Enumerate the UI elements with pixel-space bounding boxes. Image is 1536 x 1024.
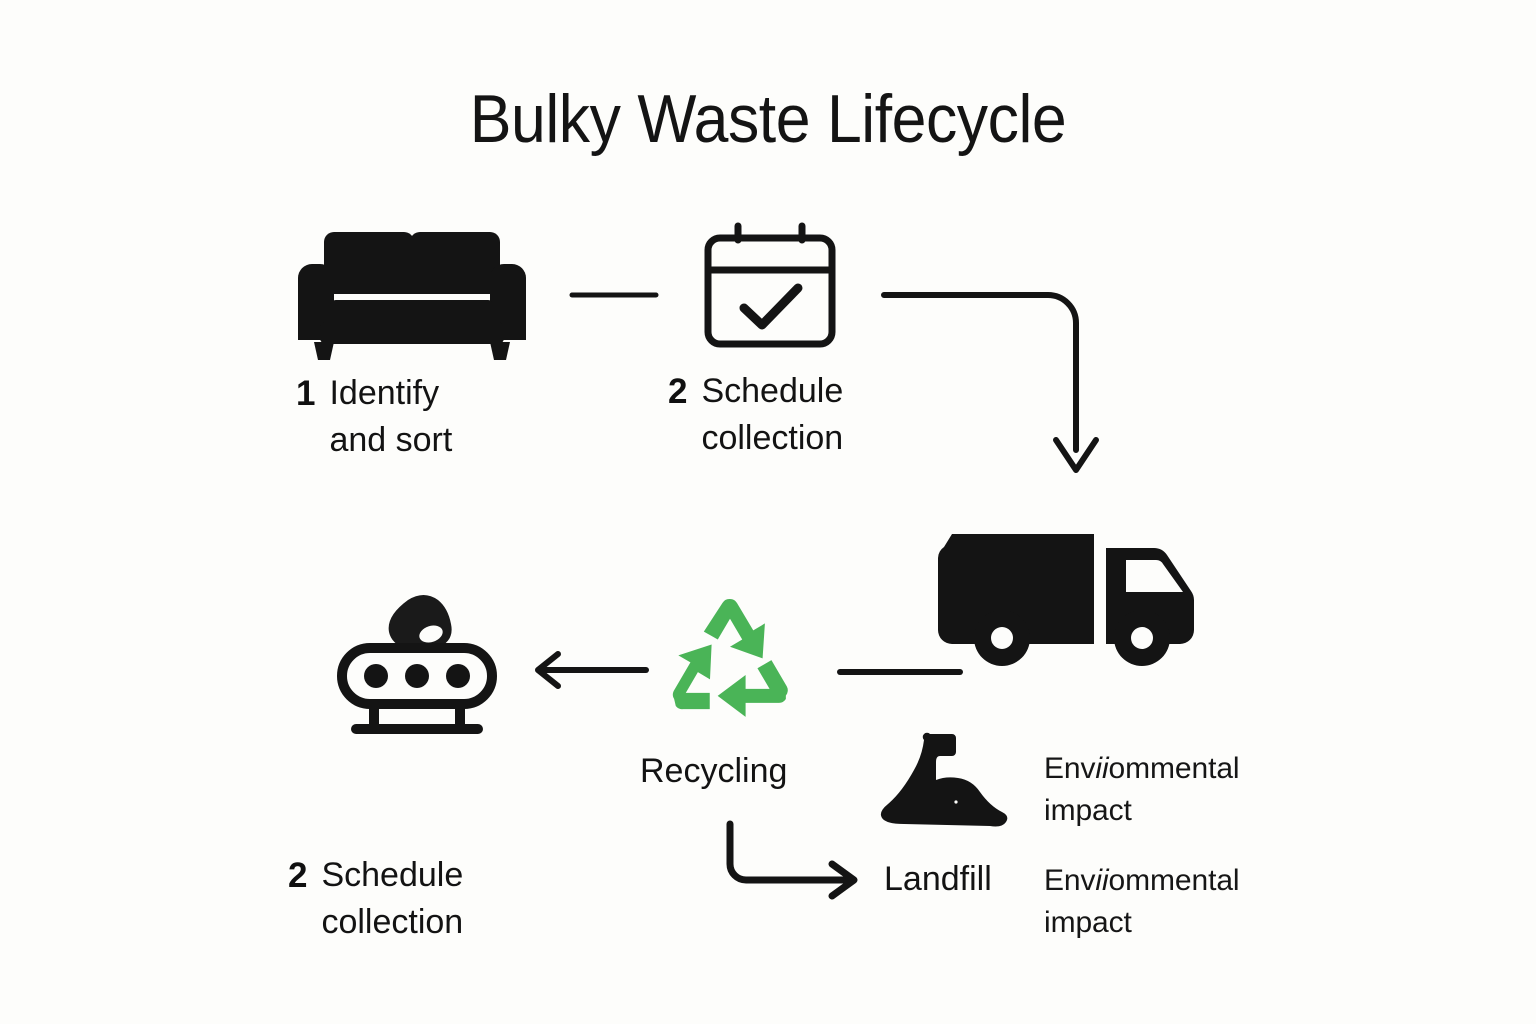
line-connector-truck-to-recycling <box>837 662 968 682</box>
step-text-schedule: Schedule collection <box>701 372 844 457</box>
step-text-identify: Identify and sort <box>329 374 453 459</box>
step-label-schedule: 2 Schedule collection <box>668 368 998 462</box>
step-label-processing: 2 Schedule collection <box>288 852 628 946</box>
page-title: Bulky Waste Lifecycle <box>469 81 1067 157</box>
calendar-check-icon <box>700 222 840 350</box>
elbow-arrow-calendar-to-truck <box>880 280 1110 490</box>
label-landfill: Landfill <box>884 860 992 898</box>
step-number-2: 2 <box>668 372 688 411</box>
truck-icon <box>930 518 1205 666</box>
line-connector-sofa-to-calendar <box>569 285 672 305</box>
step-text-processing: Schedule collection <box>321 856 464 941</box>
impact-text-prefix-top: Env <box>1044 752 1096 785</box>
arrow-left-recycling-to-conveyor <box>528 648 658 692</box>
impact-text-garble-bottom: ii <box>1095 864 1109 897</box>
impact-text-prefix-bottom: Env <box>1044 864 1096 897</box>
impact-text-suffix-top: ommental impact <box>1044 752 1240 827</box>
impact-text-suffix-bottom: ommental impact <box>1044 864 1240 939</box>
sofa-icon <box>292 218 532 363</box>
elbow-arrow-recycling-to-landfill <box>722 812 882 912</box>
label-environmental-impact-top: Enviiommental impact <box>1044 748 1344 832</box>
label-recycling: Recycling <box>640 752 788 790</box>
landfill-mound-icon <box>876 728 1016 828</box>
impact-text-garble-top: ii <box>1095 752 1109 785</box>
recycling-icon <box>660 592 800 720</box>
step-number-1: 1 <box>296 374 316 413</box>
step-label-identify: 1 Identify and sort <box>296 370 596 464</box>
step-number-processing: 2 <box>288 856 308 895</box>
label-environmental-impact-bottom: Enviiommental impact <box>1044 860 1344 944</box>
conveyor-belt-icon <box>330 588 520 738</box>
